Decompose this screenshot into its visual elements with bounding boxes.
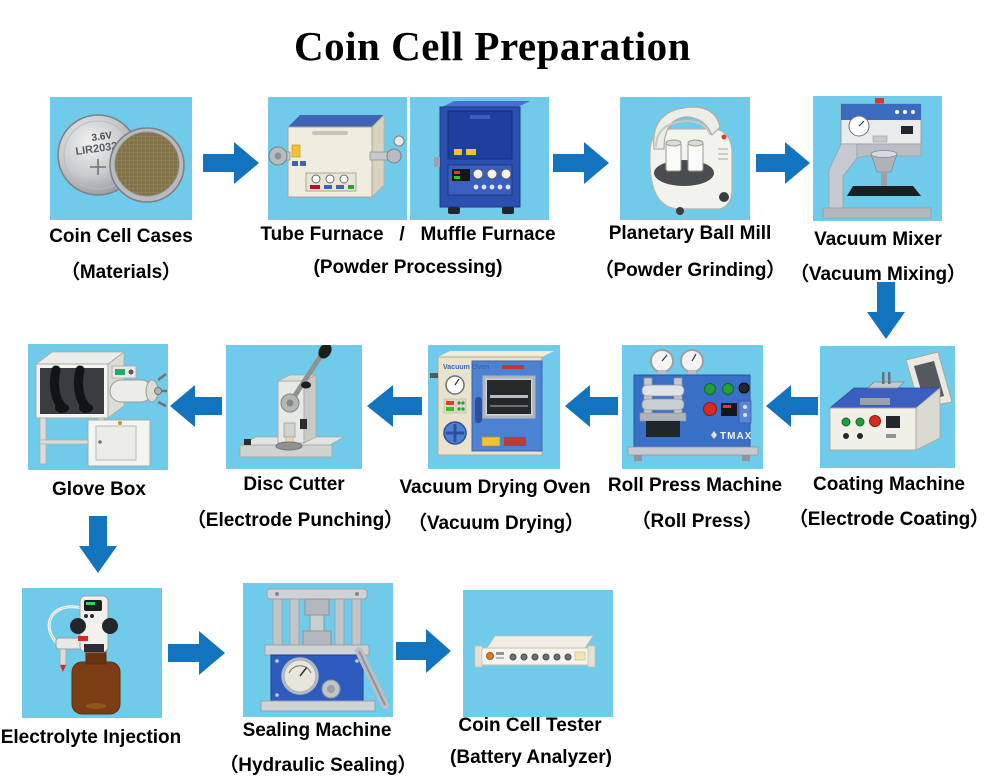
ball-mill-illustration: [649, 106, 733, 215]
ball-mill-label: Planetary Ball Mill: [608, 223, 772, 244]
glove-box-label: Glove Box: [52, 479, 146, 500]
sealing-machine-label: Sealing Machine: [242, 720, 392, 741]
flow-arrow-down-1: [866, 282, 906, 340]
flow-arrow-left-1: [766, 384, 818, 428]
coin-model-text: LIR2032: [75, 140, 118, 158]
vacuum-oven-sublabel: （Vacuum Drying）: [407, 513, 585, 534]
vacuum-mixer-sublabel: （Vacuum Mixing）: [789, 264, 967, 285]
furnaces-label: Tube Furnace / Muffle Furnace: [260, 224, 556, 245]
muffle-furnace-image: [410, 97, 549, 220]
flow-arrow-left-4: [170, 384, 222, 428]
flow-arrow-right-1: [203, 141, 260, 185]
coin-cell-tester-label: Coin Cell Tester: [458, 715, 602, 736]
electrolyte-injection-illustration: [47, 595, 121, 715]
oven-panel-text: Vacuum Oven: [443, 364, 489, 371]
flow-arrow-left-3: [366, 384, 422, 428]
roll-press-illustration: TMAX: [627, 349, 759, 461]
coin-cell-cases-image: 3.6V LIR2032: [50, 97, 192, 220]
muffle-furnace-illustration: [434, 101, 530, 214]
vacuum-mixer-image: [813, 96, 942, 221]
flow-arrow-right-4: [168, 630, 226, 676]
planetary-ball-mill-image: [620, 97, 750, 220]
coating-machine-image: [820, 346, 955, 468]
tube-furnace-illustration: [268, 114, 405, 198]
vacuum-oven-illustration: Vacuum Oven: [430, 351, 554, 456]
coin-cell-tester-sublabel: (Battery Analyzer): [450, 747, 612, 768]
vacuum-drying-oven-image: Vacuum Oven: [428, 345, 560, 469]
ball-mill-sublabel: （Powder Grinding）: [594, 260, 786, 281]
coating-machine-label: Coating Machine: [812, 474, 966, 495]
coin-cell-cases-label: Coin Cell Cases: [49, 226, 193, 247]
glove-box-illustration: [34, 351, 167, 467]
glove-box-image: [28, 344, 168, 470]
flow-arrow-down-2: [78, 516, 118, 574]
page-title: Coin Cell Preparation: [294, 23, 691, 69]
sealing-machine-illustration: [260, 588, 389, 712]
roll-press-brand-text: TMAX: [720, 431, 752, 442]
flow-arrow-right-3: [756, 141, 811, 185]
sealing-machine-sublabel: （Hydraulic Sealing）: [219, 755, 417, 776]
coin-voltage-text: 3.6V: [91, 130, 113, 144]
vacuum-mixer-illustration: [822, 98, 932, 219]
roll-press-label: Roll Press Machine: [607, 475, 783, 496]
flow-arrow-left-2: [564, 384, 618, 428]
coin-cell-tester-illustration: [474, 635, 596, 668]
disc-cutter-label: Disc Cutter: [243, 474, 345, 495]
furnaces-sublabel: (Powder Processing): [313, 257, 503, 278]
disc-cutter-sublabel: （Electrode Punching）: [186, 510, 404, 531]
disc-cutter-illustration: [239, 345, 346, 458]
disc-cutter-image: [226, 345, 362, 469]
vacuum-mixer-label: Vacuum Mixer: [814, 229, 942, 250]
coating-machine-illustration: [828, 351, 953, 451]
tube-furnace-image: [268, 97, 407, 220]
roll-press-machine-image: TMAX: [622, 345, 763, 469]
sealing-machine-image: [243, 583, 393, 717]
electrolyte-injection-label: Electrolyte Injection: [0, 727, 182, 748]
vacuum-oven-label: Vacuum Drying Oven: [399, 477, 591, 498]
flow-arrow-right-5: [396, 628, 452, 674]
coating-machine-sublabel: （Electrode Coating）: [788, 509, 985, 530]
coin-cells-illustration: 3.6V LIR2032: [57, 114, 185, 203]
coin-cell-tester-image: [463, 590, 613, 717]
electrolyte-injection-image: [22, 588, 162, 718]
roll-press-sublabel: （Roll Press）: [631, 511, 763, 532]
flow-arrow-right-2: [553, 141, 610, 185]
coin-cell-cases-sublabel: （Materials）: [60, 262, 182, 283]
